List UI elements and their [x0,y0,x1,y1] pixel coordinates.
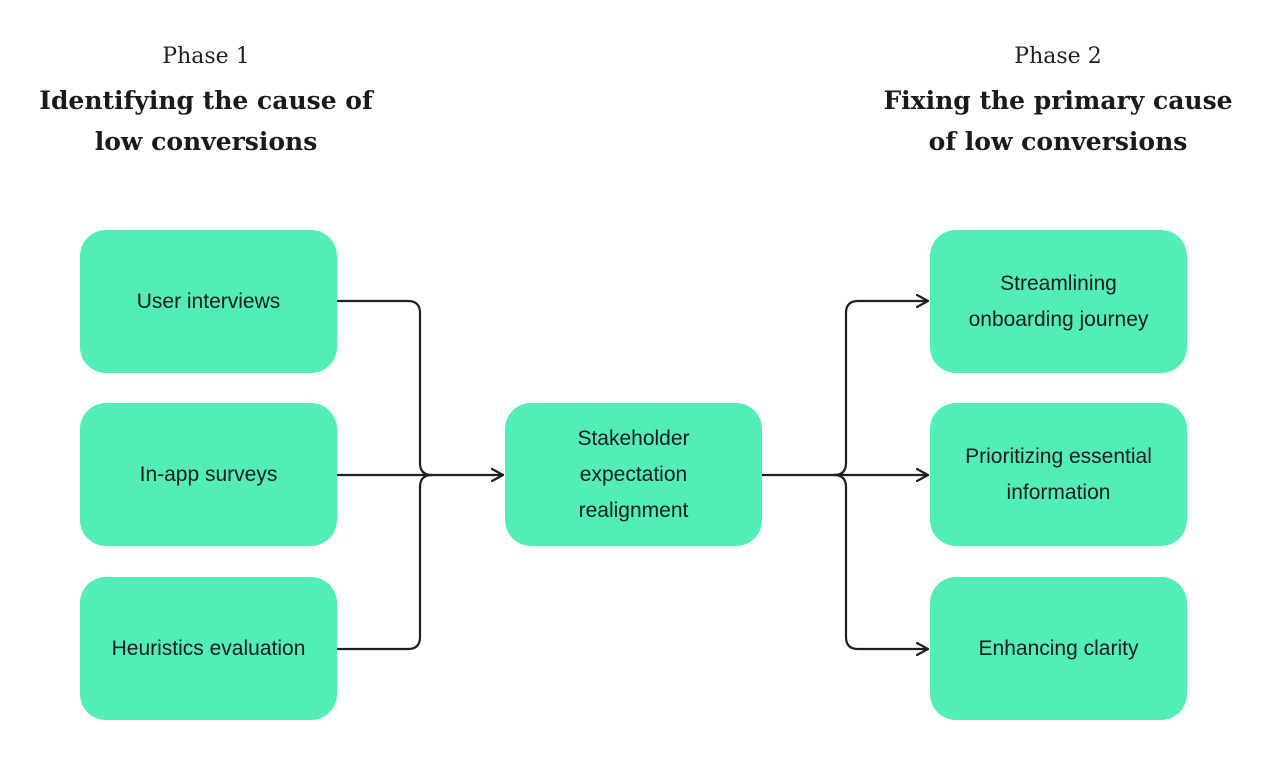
node-enhancing-clarity-label: Enhancing clarity [978,636,1139,660]
output-2-line-2: information [1006,480,1111,504]
node-heuristics-evaluation-label: Heuristics evaluation [111,636,306,660]
phase-1-title-line-2: low conversions [94,127,318,156]
node-streamlining-onboarding-label: Streamlining onboarding journey [969,266,1149,338]
connector-user-interviews [335,299,434,477]
phase-1-title-line-1: Identifying the cause of [39,86,373,115]
phase-1-label: Phase 1 [162,44,250,69]
node-streamlining-onboarding: Streamlining onboarding journey [930,230,1187,373]
node-in-app-surveys-label: In-app surveys [139,462,278,486]
phase-1-header: Phase 1 Identifying the cause of low con… [0,42,412,162]
node-stakeholder-realignment-label: Stakeholder expectation realignment [577,421,689,529]
node-enhancing-clarity: Enhancing clarity [930,577,1187,720]
connector-to-enhancing-clarity [832,473,930,649]
phase-2-title-line-2: of low conversions [928,127,1188,156]
node-stakeholder-realignment: Stakeholder expectation realignment [505,403,762,546]
node-heuristics-evaluation: Heuristics evaluation [80,577,337,720]
center-line-2: expectation [579,462,688,486]
phase-2-title: Fixing the primary cause of low conversi… [848,80,1268,162]
output-1-line-1: Streamlining [1000,271,1117,295]
phase-1-title: Identifying the cause of low conversions [0,80,412,162]
node-prioritizing-information-label: Prioritizing essential information [965,439,1152,511]
center-line-1: Stakeholder [577,426,690,450]
connector-heuristics-evaluation [335,473,434,651]
node-in-app-surveys: In-app surveys [80,403,337,546]
output-1-line-2: onboarding journey [968,307,1149,331]
connector-to-streamlining [832,301,930,477]
output-2-line-1: Prioritizing essential [965,444,1152,468]
node-user-interviews: User interviews [80,230,337,373]
center-line-3: realignment [578,498,689,522]
phase-2-label: Phase 2 [1014,44,1102,69]
phase-2-title-line-1: Fixing the primary cause [883,86,1233,115]
node-prioritizing-information: Prioritizing essential information [930,403,1187,546]
phase-2-header: Phase 2 Fixing the primary cause of low … [848,42,1268,162]
node-user-interviews-label: User interviews [136,289,281,313]
